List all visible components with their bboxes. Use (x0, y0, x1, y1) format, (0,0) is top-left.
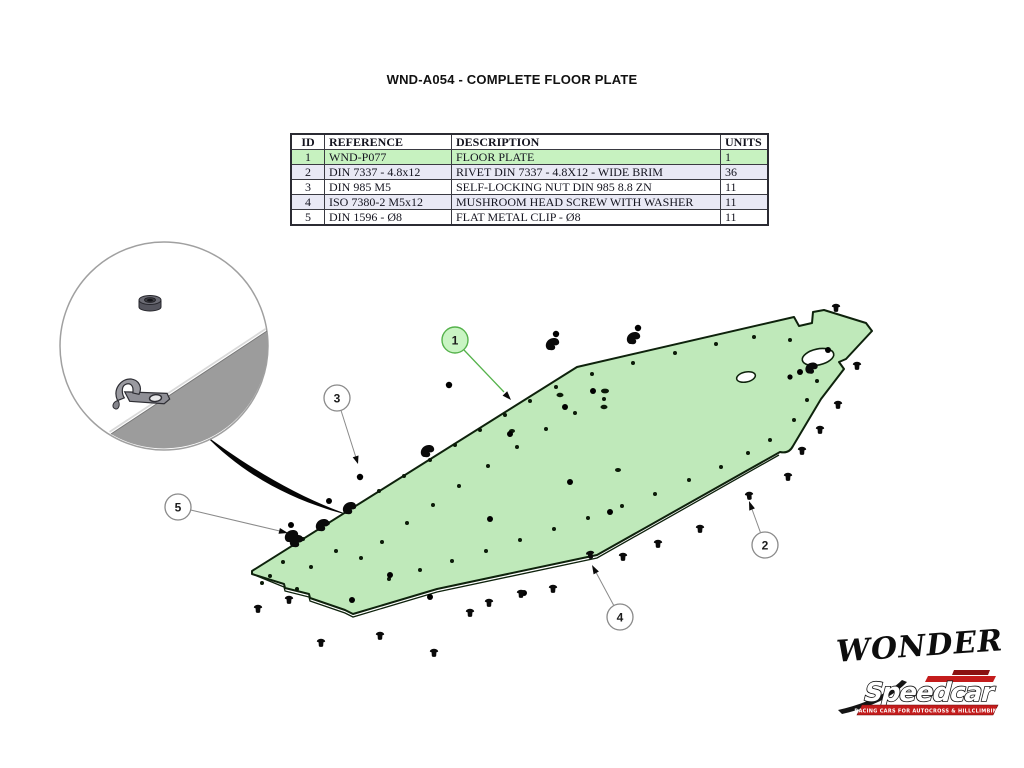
cell-description: FLAT METAL CLIP - Ø8 (451, 209, 721, 226)
floating-nuts (288, 324, 642, 528)
callout-1-arrowhead (502, 391, 511, 400)
bom-header-reference: REFERENCE (324, 133, 452, 150)
cell-reference: WND-P077 (324, 149, 452, 165)
table-row: 2 DIN 7337 - 4.8x12 RIVET DIN 7337 - 4.8… (290, 164, 769, 180)
cell-reference: DIN 1596 - Ø8 (324, 209, 452, 226)
callout-5-arrowhead (278, 528, 288, 534)
detail-plate-edge-highlight (109, 328, 267, 433)
speedcar-swoosh (838, 680, 907, 714)
callout-3-arrowhead (352, 455, 359, 464)
cell-description: MUSHROOM HEAD SCREW WITH WASHER (451, 194, 721, 210)
callout-4: 4 (592, 565, 634, 631)
floor-plate (251, 309, 873, 618)
detail-plate-edge (110, 330, 268, 435)
callout-4-bubble (606, 603, 634, 631)
callout-2: 2 (749, 501, 779, 559)
callout-4-arrowhead (592, 565, 599, 575)
callout-2-arrowhead (749, 501, 755, 511)
plate-large-hole (801, 347, 835, 367)
callout-3-bubble (323, 384, 351, 412)
locking-nut-icon (138, 295, 162, 312)
callout-3-number: 3 (334, 392, 341, 406)
callout-5-bubble (164, 493, 192, 521)
speedcar-logo: Speedcar RACING CARS FOR AUTOCROSS & HIL… (838, 670, 1001, 716)
bom-table: ID REFERENCE DESCRIPTION UNITS 1 WND-P07… (290, 133, 769, 226)
cell-units: 1 (720, 149, 769, 165)
speedcar-wordmark: Speedcar (861, 677, 999, 708)
callout-2-bubble (751, 531, 779, 559)
bom-header-row: ID REFERENCE DESCRIPTION UNITS (290, 133, 769, 150)
speedcar-top-stripe (925, 676, 996, 682)
plate-holes (260, 335, 819, 591)
callout-5-leader (190, 509, 280, 532)
page-title: WND-A054 - COMPLETE FLOOR PLATE (386, 72, 638, 87)
cell-id: 5 (290, 209, 325, 226)
callout-5-number: 5 (175, 501, 182, 515)
callout-3-leader (340, 410, 357, 457)
table-row: 1 WND-P077 FLOOR PLATE 1 (290, 149, 769, 165)
callout-2-leader (751, 509, 761, 533)
cell-units: 11 (720, 194, 769, 210)
callout-3: 3 (323, 384, 359, 464)
metal-clip-icon (112, 378, 171, 410)
callout-5: 5 (164, 493, 288, 534)
cell-units: 36 (720, 164, 769, 180)
cell-description: FLOOR PLATE (451, 149, 721, 165)
callout-1-number: 1 (452, 334, 459, 348)
callout-2-number: 2 (762, 539, 769, 553)
speedcar-top-stripe-2 (952, 670, 990, 675)
speedcar-banner (856, 704, 999, 716)
callout-4-leader (595, 572, 615, 606)
plate-thickness-edge (251, 454, 780, 618)
plate-fasteners-on-surface (349, 347, 831, 603)
callout-1-bubble (441, 326, 469, 354)
plate-small-hole (735, 370, 757, 384)
callout-4-number: 4 (617, 611, 624, 625)
speedcar-tagline: RACING CARS FOR AUTOCROSS & HILLCLIMBING (854, 709, 1001, 715)
detail-bubble (59, 241, 269, 451)
cell-units: 11 (720, 179, 769, 195)
callout-1-leader (463, 349, 505, 393)
table-row: 5 DIN 1596 - Ø8 FLAT METAL CLIP - Ø8 11 (290, 209, 769, 226)
cell-reference: DIN 7337 - 4.8x12 (324, 164, 452, 180)
cell-id: 4 (290, 194, 325, 210)
detail-plate-section (111, 331, 268, 449)
cell-reference: ISO 7380-2 M5x12 (324, 194, 452, 210)
cell-units: 11 (720, 209, 769, 226)
callout-1: 1 (441, 326, 511, 400)
wonder-logo: WONDER (835, 623, 1004, 670)
table-row: 4 ISO 7380-2 M5x12 MUSHROOM HEAD SCREW W… (290, 194, 769, 210)
floor-plate-outline (251, 309, 873, 615)
